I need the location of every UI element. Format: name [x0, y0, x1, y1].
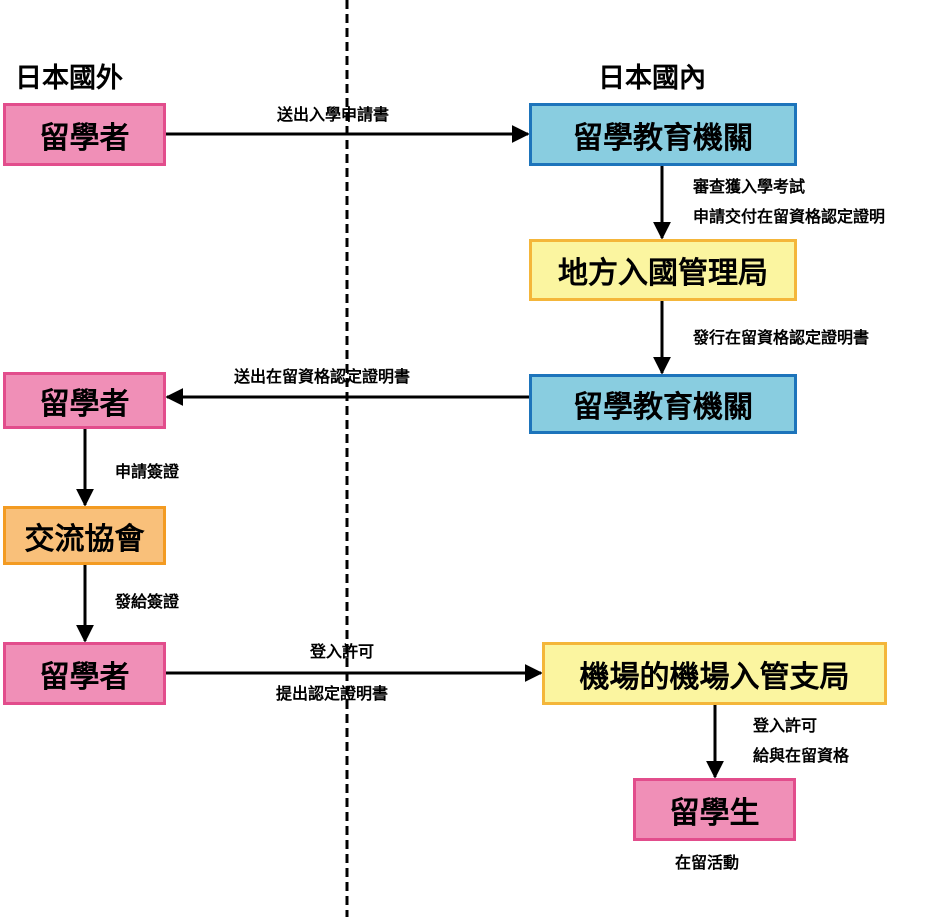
label-review-line2: 申請交付在留資格認定證明 [693, 207, 886, 226]
region-inside-label: 日本國內 [598, 63, 706, 94]
label-grant-status: 給與在留資格 [753, 746, 850, 765]
exchange-association-box: 交流協會 [3, 506, 166, 565]
school-box-2: 留學教育機關 [529, 374, 797, 434]
label-entry-permit: 登入許可 [310, 642, 375, 661]
label-entry-permit-2: 登入許可 [753, 716, 818, 735]
label-submit-certificate: 提出認定證明書 [276, 684, 389, 703]
student-box-1: 留學者 [3, 103, 166, 166]
label-send-certificate: 送出在留資格認定證明書 [234, 367, 411, 386]
foreign-student-box: 留學生 [633, 778, 796, 841]
airport-office-box: 機場的機場入管支局 [542, 642, 887, 705]
label-issue-certificate: 發行在留資格認定證明書 [693, 328, 870, 347]
immigration-bureau-box: 地方入國管理局 [529, 239, 797, 301]
label-review-line1: 審查獲入學考試 [693, 177, 806, 196]
school-box-1: 留學教育機關 [529, 103, 797, 166]
label-send-application: 送出入學申請書 [277, 105, 390, 124]
label-apply-visa: 申請簽證 [115, 462, 180, 481]
student-box-2: 留學者 [3, 372, 166, 429]
student-box-3: 留學者 [3, 642, 166, 705]
label-issue-visa: 發給簽證 [115, 592, 180, 611]
region-outside-label: 日本國外 [15, 63, 123, 94]
label-activities: 在留活動 [675, 853, 740, 872]
